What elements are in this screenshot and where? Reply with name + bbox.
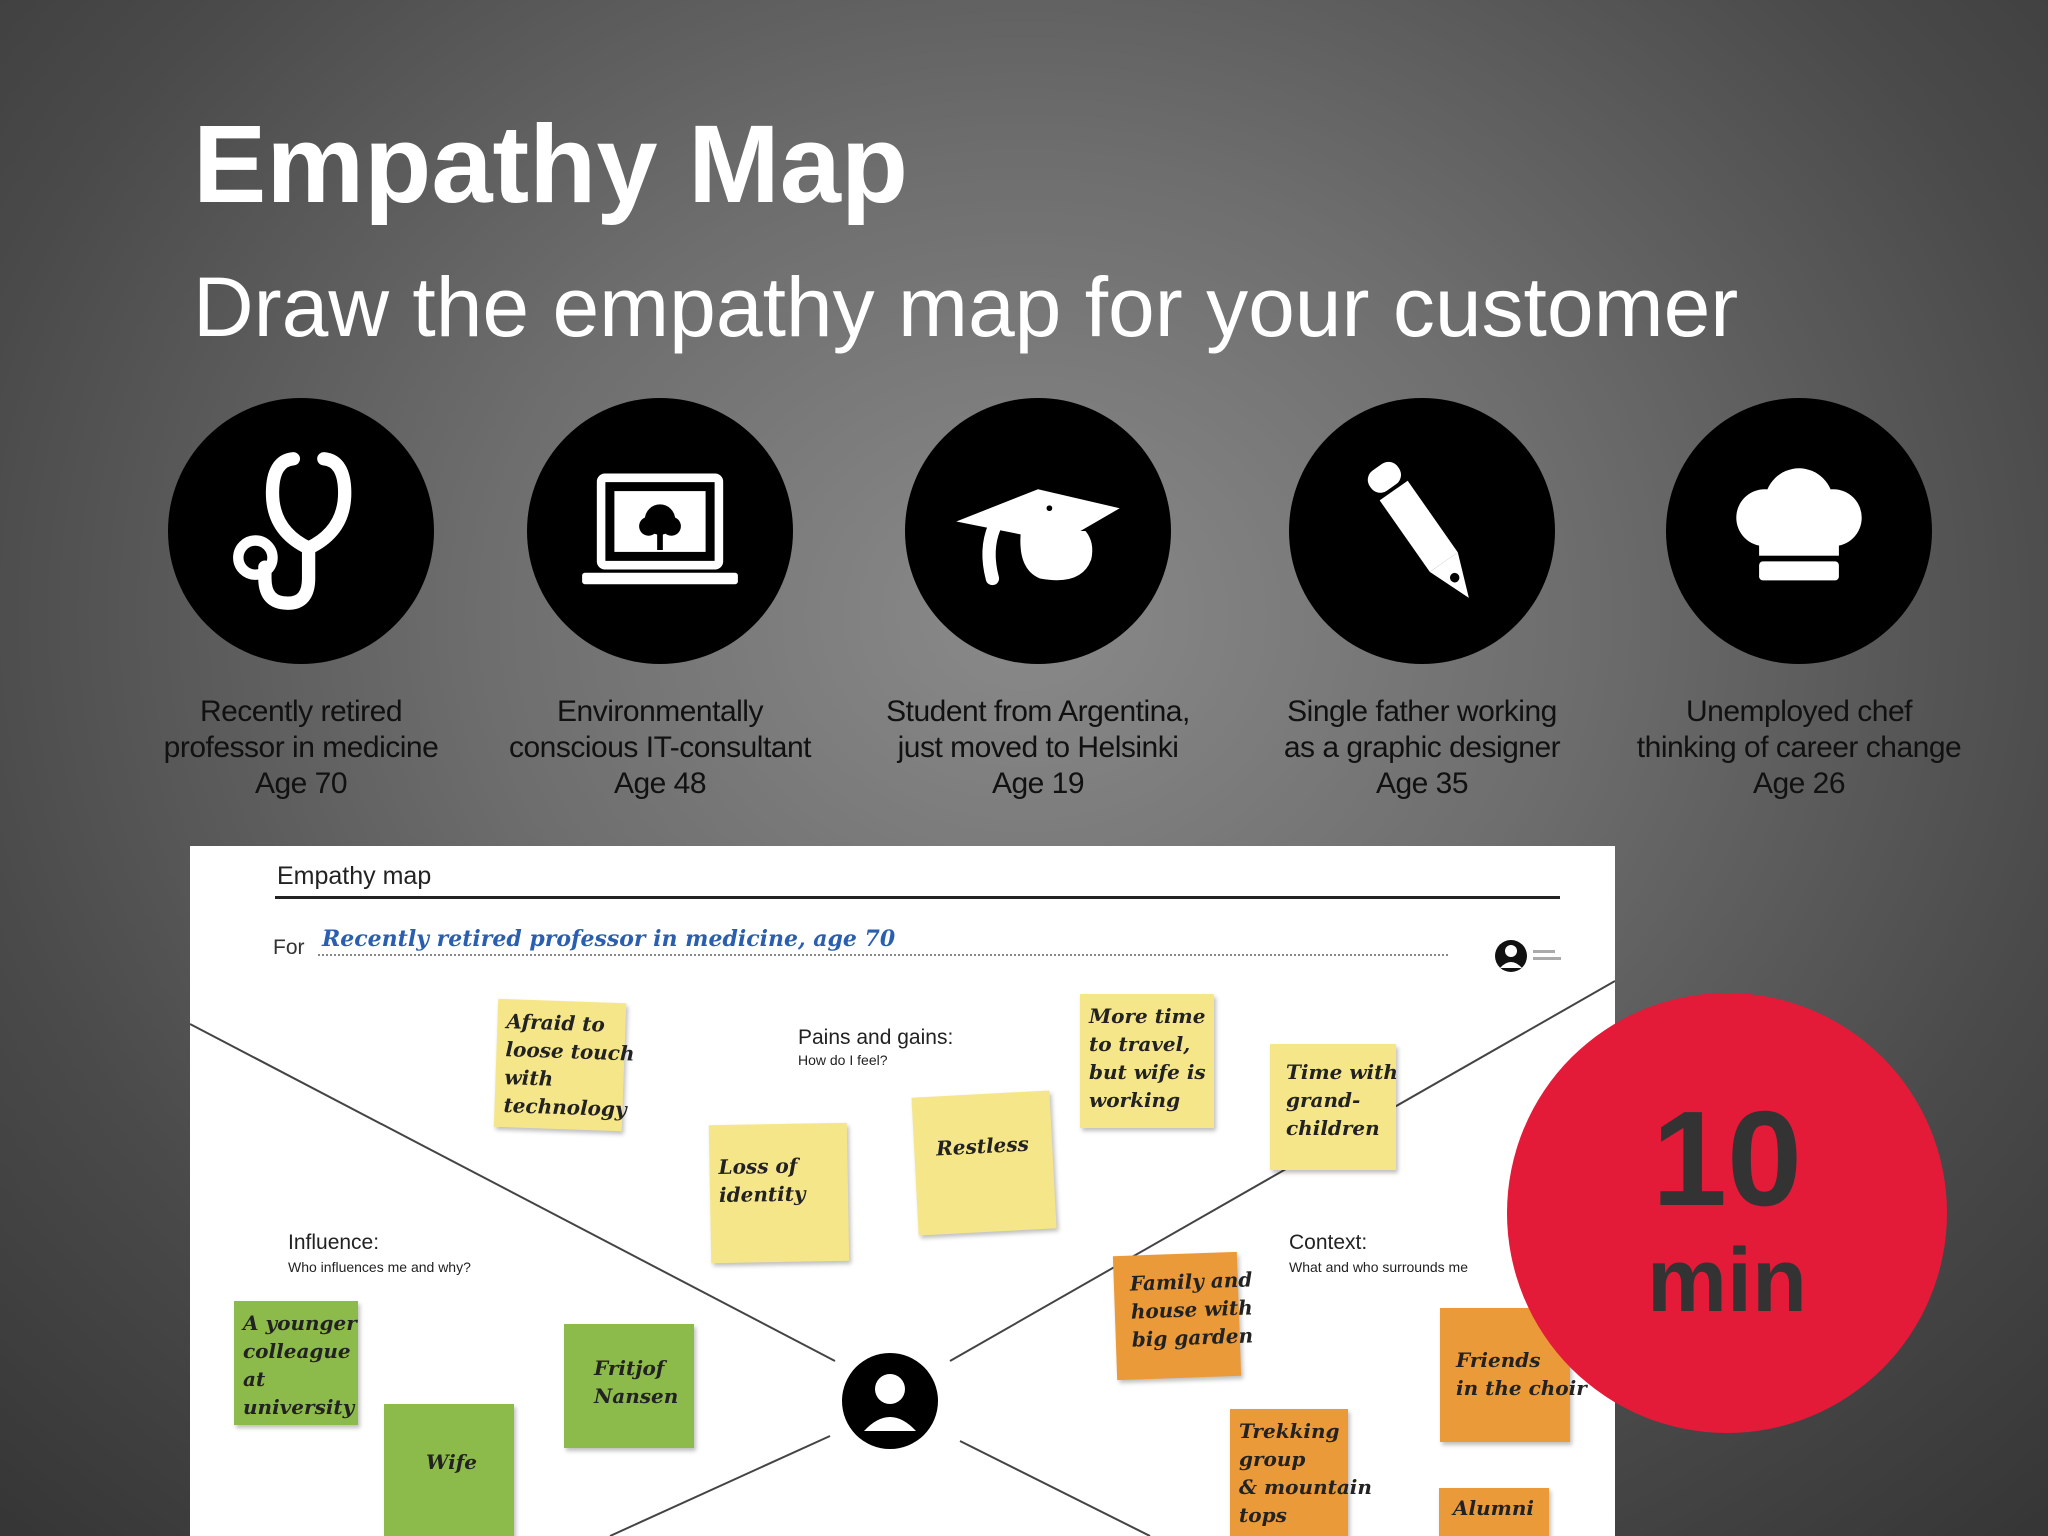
title-rule — [275, 896, 1560, 899]
timer-value: 10 — [1651, 1082, 1803, 1234]
sticky-note-text: Friends — [1456, 1348, 1541, 1372]
persona-card: Recently retired professor in medicine A… — [121, 398, 481, 802]
user-icon — [1495, 940, 1561, 972]
persona-card: Single father working as a graphic desig… — [1242, 398, 1602, 802]
sticky-note: A younger colleague at university — [234, 1301, 358, 1425]
sticky-note-text: Nansen — [594, 1384, 679, 1408]
persona-description: conscious IT-consultant — [509, 731, 812, 764]
persona-age: Age 70 — [254, 767, 348, 800]
sticky-note-text: Time with — [1286, 1060, 1398, 1084]
sticky-note-text: Loss of — [718, 1153, 798, 1180]
sticky-note-text: grand- — [1286, 1088, 1361, 1112]
persona-caption: Student from Argentina, just moved to He… — [886, 694, 1190, 802]
persona-caption: Single father working as a graphic desig… — [1283, 694, 1561, 802]
persona-description: as a graphic designer — [1283, 731, 1561, 764]
persona-caption: Environmentally conscious IT-consultant … — [509, 694, 812, 802]
sticky-note-text: Fritjof — [594, 1356, 665, 1380]
for-line — [318, 954, 1448, 956]
pains-subtitle: How do I feel? — [798, 1052, 888, 1068]
persona-description: Unemployed chef — [1686, 695, 1912, 728]
sticky-note-text: tops — [1239, 1503, 1287, 1527]
context-title: Context: — [1289, 1231, 1368, 1254]
sticky-note: Wife — [384, 1404, 514, 1536]
pencil-icon — [1367, 461, 1469, 598]
sticky-note-text: big garden — [1131, 1323, 1254, 1352]
persona-description: Recently retired — [199, 695, 403, 728]
sticky-note: Alumni — [1439, 1488, 1549, 1536]
diagonal-lines — [190, 980, 1615, 1536]
timer-unit: min — [1646, 1230, 1807, 1331]
person-icon — [842, 1353, 938, 1449]
sticky-note-text: Afraid to — [506, 1009, 606, 1037]
sticky-note: Trekking group & mountain tops — [1230, 1409, 1372, 1536]
graduation-cap-icon-circle — [905, 398, 1171, 664]
sticky-note-text: More time — [1089, 1004, 1206, 1028]
sticky-note-text: in the choir — [1456, 1376, 1587, 1400]
context-subtitle: What and who surrounds me — [1289, 1259, 1468, 1275]
persona-age: Age 48 — [613, 767, 707, 800]
graduation-cap-icon — [956, 489, 1120, 586]
persona-age: Age 35 — [1375, 767, 1469, 800]
sticky-note-text: Alumni — [1453, 1496, 1534, 1520]
sticky-note-text: loose touch — [505, 1037, 635, 1066]
sticky-note-text: Trekking — [1239, 1419, 1340, 1443]
empathy-map-sheet: Empathy map For Recently retired profess… — [190, 846, 1615, 1536]
sticky-note-text: children — [1286, 1116, 1380, 1140]
pains-title: Pains and gains: — [798, 1026, 954, 1049]
persona-card: Unemployed chef thinking of career chang… — [1619, 398, 1979, 802]
persona-description: thinking of career change — [1636, 731, 1962, 764]
persona-description: just moved to Helsinki — [897, 731, 1179, 764]
persona-age: Age 19 — [991, 767, 1085, 800]
for-value: Recently retired professor in medicine, … — [322, 926, 896, 952]
sticky-note-text: to travel, — [1089, 1032, 1191, 1056]
persona-caption: Recently retired professor in medicine A… — [164, 694, 439, 802]
sticky-note-text: Wife — [426, 1450, 478, 1474]
sticky-note: Time with grand-children — [1270, 1044, 1398, 1170]
sticky-note-text: & mountain — [1239, 1475, 1372, 1499]
persona-caption: Unemployed chef thinking of career chang… — [1636, 694, 1962, 802]
sticky-note-text: working — [1089, 1088, 1181, 1112]
map-title: Empathy map — [277, 862, 432, 890]
sticky-note-text: group — [1239, 1447, 1306, 1471]
sticky-note-text: identity — [718, 1181, 806, 1208]
chef-hat-icon-circle — [1666, 398, 1932, 664]
sticky-note-text: colleague — [243, 1339, 351, 1363]
for-label: For — [273, 936, 305, 959]
influence-title: Influence: — [288, 1231, 380, 1254]
slide-title: Empathy Map — [193, 103, 909, 226]
persona-description: Environmentally — [557, 695, 763, 728]
persona-description: Student from Argentina, — [886, 695, 1190, 728]
sticky-note-text: university — [243, 1395, 355, 1419]
sticky-note-text: A younger — [243, 1311, 357, 1335]
persona-description: Single father working — [1287, 695, 1557, 728]
stethoscope-icon — [233, 452, 352, 610]
sticky-note: Restless — [911, 1090, 1057, 1236]
sticky-note: More time to travel, but wife is working — [1080, 994, 1214, 1128]
sticky-note-text: with — [504, 1065, 554, 1091]
stethoscope-icon-circle — [168, 398, 434, 664]
influence-subtitle: Who influences me and why? — [288, 1259, 471, 1275]
persona-card: Environmentally conscious IT-consultant … — [480, 398, 840, 802]
laptop-icon — [582, 473, 738, 585]
persona-age: Age 26 — [1752, 767, 1846, 800]
sticky-note-text: Family and — [1129, 1267, 1253, 1296]
sticky-note-text: at — [243, 1367, 266, 1391]
persona-description: professor in medicine — [163, 731, 439, 764]
laptop-icon-circle — [527, 398, 793, 664]
sticky-note-text: but wife is — [1089, 1060, 1206, 1084]
persona-card: Student from Argentina, just moved to He… — [858, 398, 1218, 802]
sticky-note-text: Restless — [935, 1131, 1030, 1161]
timer-badge: 10 min — [1507, 993, 1947, 1433]
sticky-note-text: house with — [1130, 1295, 1254, 1324]
chef-hat-icon — [1736, 468, 1862, 581]
sticky-note-text: technology — [503, 1093, 628, 1122]
pencil-icon-circle — [1289, 398, 1555, 664]
slide-subtitle: Draw the empathy map for your customer — [193, 260, 1739, 354]
